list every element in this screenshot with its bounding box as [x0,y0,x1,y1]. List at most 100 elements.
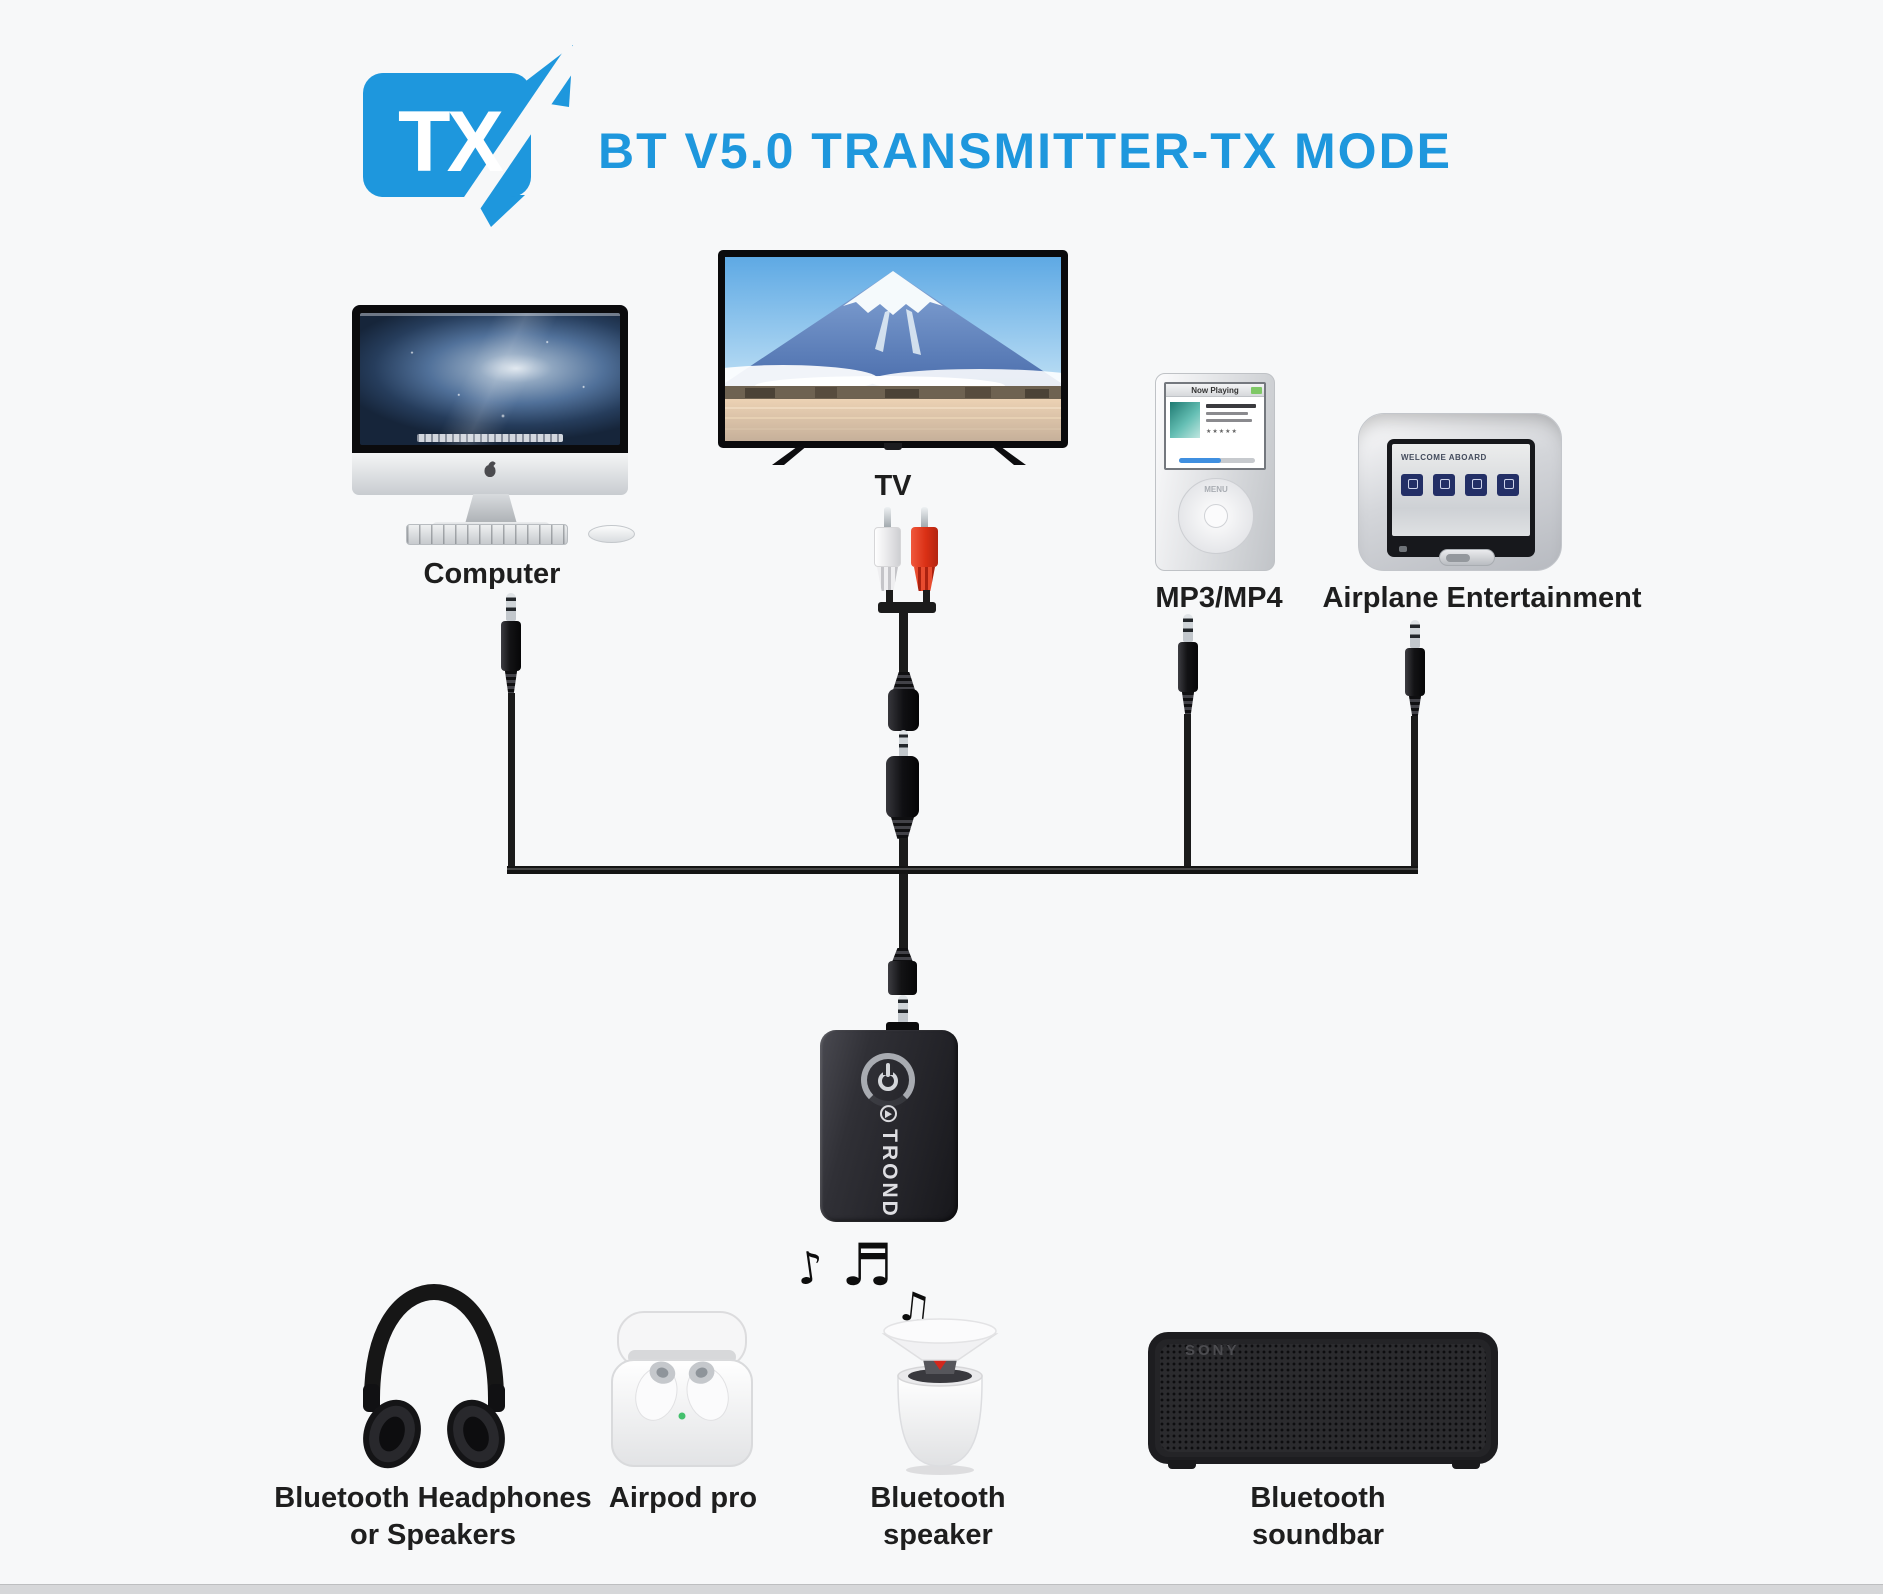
speaker-label-line2: speaker [883,1519,993,1551]
screen-power-led [1399,546,1407,552]
apple-logo-icon [484,465,496,477]
tv-stand-mount [884,443,902,450]
tx-aux-port [886,1022,919,1033]
inline-jack-body [886,756,919,818]
speaker-label: Bluetooth speaker [870,1480,1005,1554]
mp3-screen: Now Playing ★★★★★ [1164,382,1266,470]
power-button [861,1053,915,1107]
airpods-case [611,1311,753,1467]
tv-cable-upper [899,611,908,673]
movies-icon [1401,474,1423,496]
tx-logo-icon [363,43,585,230]
bluetooth-soundbar: SONY [1148,1332,1498,1464]
computer-stand [465,494,517,524]
music-icon [1433,474,1455,496]
wheel-center-button [1204,504,1228,528]
games-icon [1465,474,1487,496]
seatback-screen-bezel: WELCOME ABOARD [1387,439,1535,557]
computer-label: Computer [423,558,561,590]
artist-line [1206,412,1248,415]
soundbar-mesh [1160,1344,1486,1452]
computer-jack-strain-relief [504,671,518,693]
bottom-edge [0,1584,1883,1594]
battery-icon [1251,387,1262,394]
progress-track [1179,458,1255,463]
airplane-jack-tip [1410,620,1420,648]
mp3-jack-body [1178,642,1198,692]
bluetooth-headphones [363,1283,505,1469]
computer-menubar [360,313,620,316]
rca-y-junction [878,602,936,613]
main-cable-lower [899,838,908,950]
inline-jack-tip [899,730,908,757]
computer-dock [417,434,563,442]
airplane-jack-strain-relief [1408,696,1422,716]
rca-red-plug [911,527,938,567]
speaker-label-line1: Bluetooth [870,1482,1006,1514]
airplane-jack-body [1405,648,1425,696]
rca-red-grip [914,567,935,591]
music-clef-icon: ♬ [841,1231,893,1299]
mp3-label: MP3/MP4 [1155,582,1283,614]
soundbar-foot-right [1452,1460,1480,1469]
now-playing-text: Now Playing [1191,386,1239,395]
coupler-strain-relief [893,672,915,690]
airpods-label: Airpod pro [608,1482,758,1514]
rating-stars: ★★★★★ [1206,428,1238,435]
menu-label: MENU [1204,485,1228,494]
computer-screen [360,313,620,445]
power-icon-bar [886,1063,890,1077]
rca-y-arm-right [923,590,930,604]
pairing-led [678,1412,686,1420]
tx-plug-tip [898,995,908,1023]
soundbar-brand: SONY [1185,1342,1240,1359]
inline-jack-strain-relief [891,817,914,839]
rca-white-plug [874,527,901,567]
progress-fill [1179,458,1221,463]
computer-chin [352,453,628,495]
mp3-cable [1184,714,1191,868]
tx-mode-logo: TX [355,35,585,230]
rca-white-pin [884,507,891,528]
airplane-seatback: WELCOME ABOARD [1358,413,1562,571]
rca-white-grip [877,567,898,591]
earbud-right [686,1361,729,1421]
welcome-aboard-text: WELCOME ABOARD [1401,453,1487,462]
headphones-label-line2: or Speakers [349,1519,517,1551]
mp3-now-playing-header: Now Playing [1166,384,1264,397]
mp3-jack-tip [1183,614,1193,642]
seatback-screen: WELCOME ABOARD [1392,444,1530,536]
computer-monitor [352,305,628,453]
tx-plug-body [888,961,917,995]
computer-cable [508,693,515,868]
computer-keyboard [406,524,568,545]
mp3-player: Now Playing ★★★★★ MENU [1155,373,1275,571]
computer-jack-body [501,621,521,671]
brand-mark: TROND [877,1105,901,1219]
computer-jack-tip [506,593,516,621]
tx-plug-strain-relief [892,948,913,962]
album-line [1206,419,1252,422]
map-icon [1497,474,1519,496]
computer-mouse [588,525,635,543]
seatback-menu [1401,474,1519,496]
music-note-icon: ♪ [792,1241,828,1296]
headphones-label: Bluetooth Headphones or Speakers [274,1480,591,1554]
female-coupler [888,689,919,731]
rca-red-pin [921,507,928,528]
click-wheel: MENU [1178,478,1254,554]
tv-screen [725,257,1061,441]
tv-label: TV [874,470,912,502]
soundbar-label: Bluetooth soundbar [1250,1480,1385,1554]
song-title-line [1206,404,1256,408]
soundbar-label-line2: soundbar [1251,1519,1385,1551]
airplane-cable [1411,716,1418,868]
tv-foot-right [992,447,1026,465]
cable-bus [507,866,1418,874]
mp3-jack-strain-relief [1181,692,1195,714]
bluetooth-speaker [881,1318,999,1475]
soundbar-label-line1: Bluetooth [1250,1482,1386,1514]
page-title: BT V5.0 TRANSMITTER-TX MODE [598,123,1453,179]
album-art [1170,402,1200,438]
